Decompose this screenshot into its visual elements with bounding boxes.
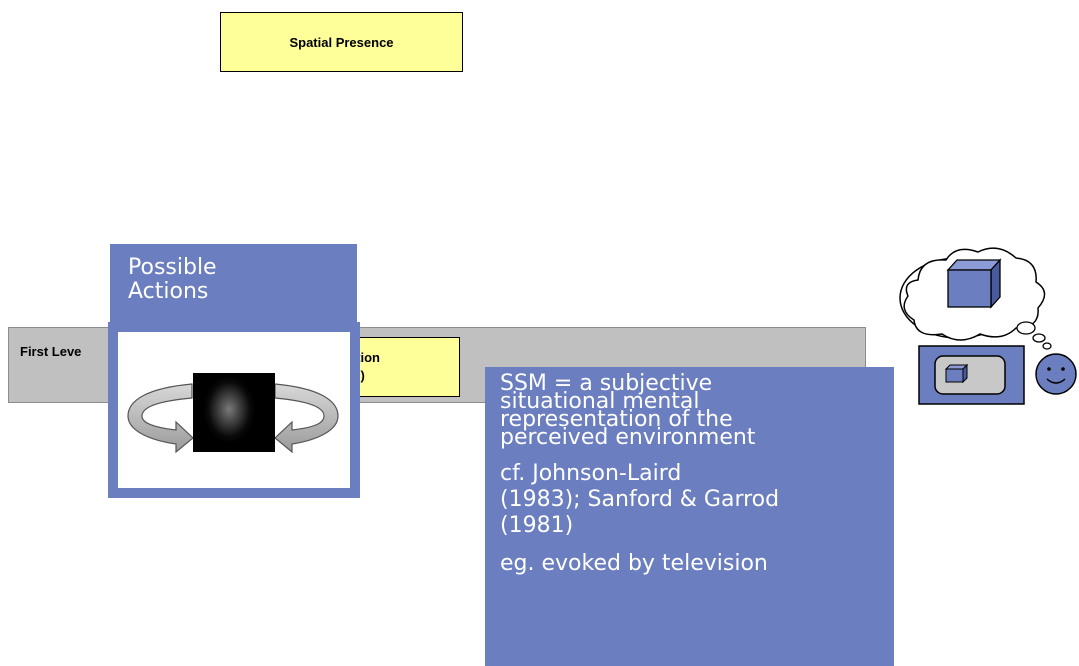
- possible-actions-title-line2: Actions: [128, 279, 209, 304]
- example-text: eg. evoked by television: [500, 551, 768, 576]
- spatial-presence-label: Spatial Presence: [289, 34, 394, 50]
- face-image: [193, 373, 275, 452]
- first-level-label: First Leve: [20, 344, 82, 359]
- definition-line: perceived environment: [500, 425, 756, 450]
- television-icon: [918, 345, 1025, 405]
- definition-line: SSM = a subjective: [500, 371, 713, 396]
- reference-line: cf. Johnson-Laird: [500, 461, 682, 486]
- ssm-definition-panel: SSM = a subjective situational mental re…: [485, 367, 894, 666]
- thought-bubble-icon: [899, 247, 1077, 405]
- spatial-presence-box: Spatial Presence: [220, 12, 463, 72]
- reference-text: cf. Johnson-Laird (1983); Sanford & Garr…: [500, 461, 882, 539]
- definition-line: situational mental: [500, 389, 700, 414]
- cube-icon: [946, 258, 1002, 309]
- rotation-arrows-icon: [127, 383, 339, 454]
- possible-actions-title-line1: Possible: [128, 255, 217, 280]
- reference-line: (1981): [500, 513, 574, 538]
- reference-line: (1983); Sanford & Garrod: [500, 487, 780, 512]
- smiley-face-icon: [1035, 353, 1077, 395]
- possible-actions-panel: Possible Actions: [110, 244, 357, 324]
- definition-line: representation of the: [500, 407, 733, 432]
